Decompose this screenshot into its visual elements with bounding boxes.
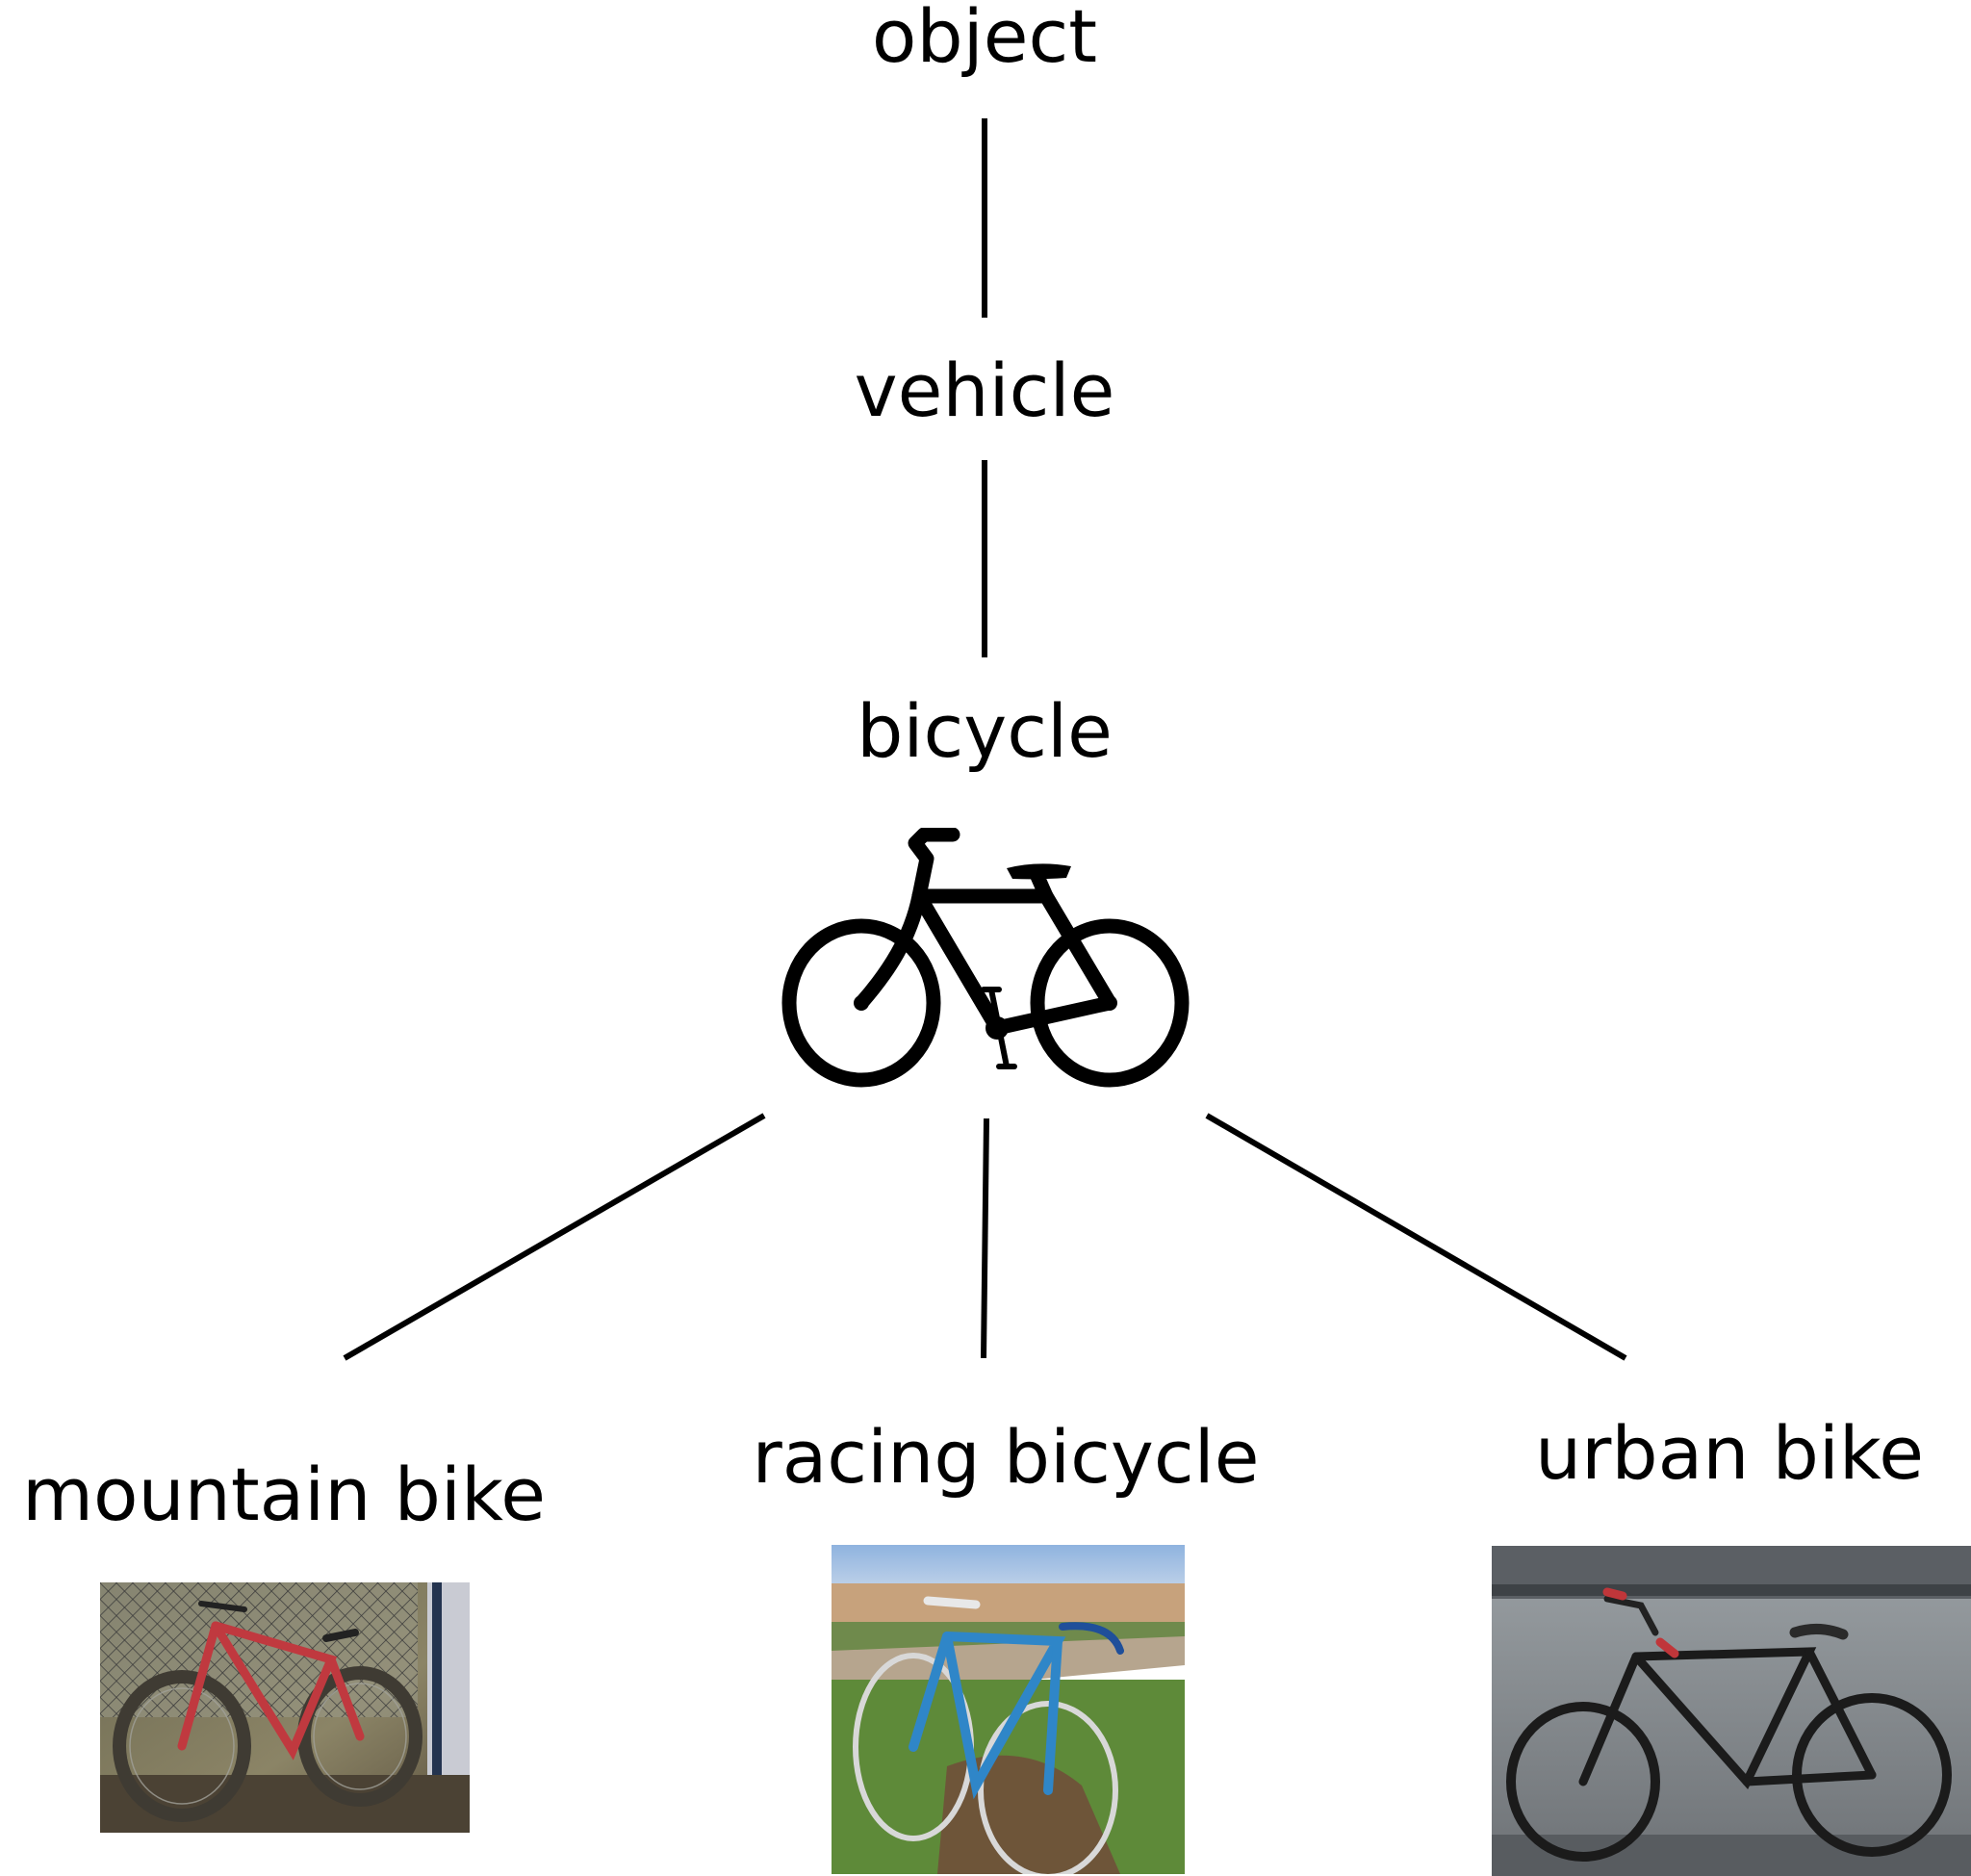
node-urban-bike: urban bike [1535,1410,1924,1496]
urban-bike-photo [1492,1546,1971,1876]
node-racing-bicycle: racing bicycle [752,1414,1260,1500]
edge-bicycle-urban-bike [1205,1113,1627,1361]
racing-bicycle-photo [832,1545,1185,1874]
node-vehicle: vehicle [854,347,1115,433]
node-mountain-bike: mountain bike [21,1452,547,1537]
bicycle-icon [781,828,1190,1088]
edge-bicycle-mountain-bike [343,1113,766,1361]
mountain-bike-photo [100,1582,470,1833]
edge-bicycle-racing-bicycle [981,1118,989,1359]
node-object: object [871,0,1098,79]
node-bicycle: bicycle [857,688,1113,774]
